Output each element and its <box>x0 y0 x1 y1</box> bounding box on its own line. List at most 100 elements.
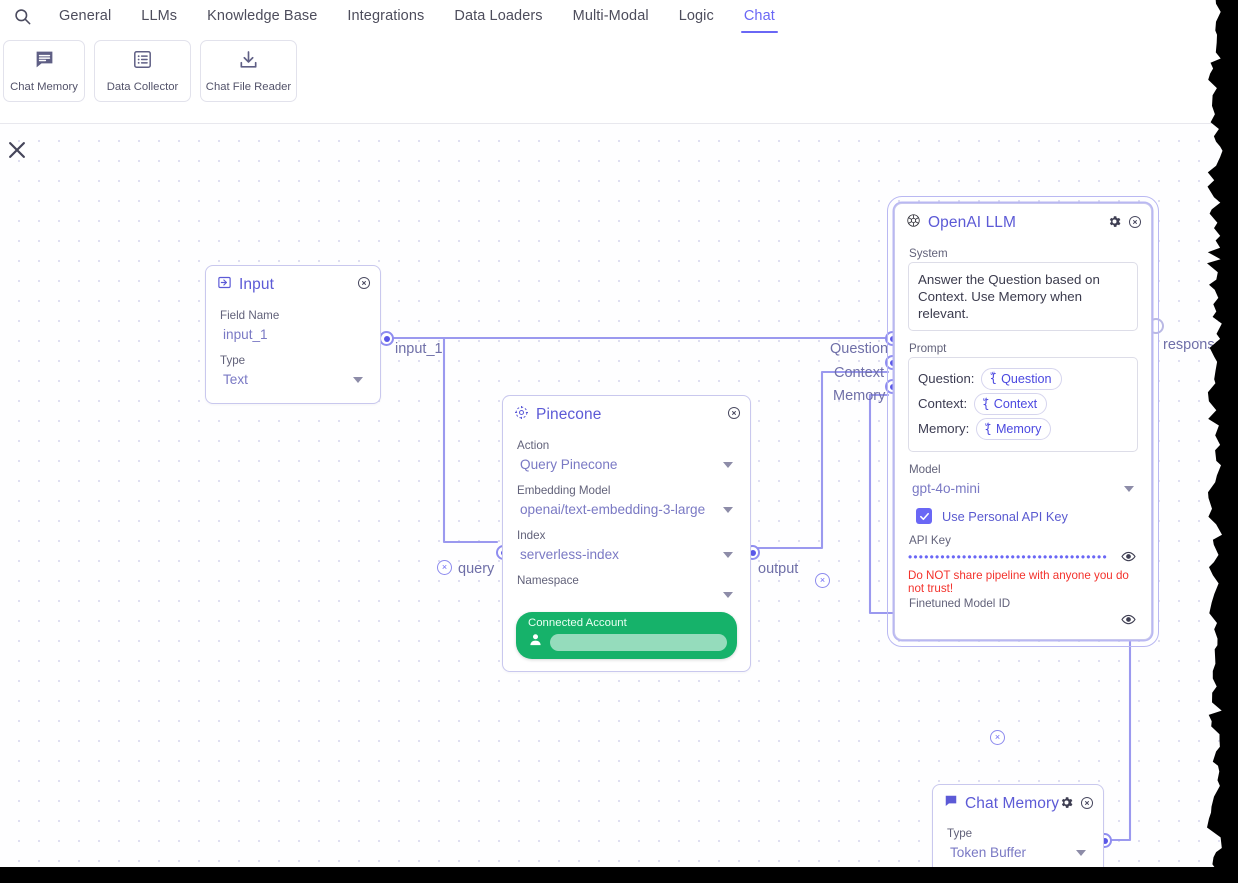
prompt-key-context: Context: <box>918 395 968 411</box>
chevron-down-icon <box>723 506 733 513</box>
close-circle-icon[interactable] <box>357 276 371 290</box>
edge-delete-glyph: × <box>441 562 448 572</box>
edge-delete-button[interactable]: × <box>990 730 1005 745</box>
node-input-body: Field Name input_1 Type Text <box>206 297 380 403</box>
node-chat-memory[interactable]: Chat Memory Type Token Buffer <box>932 784 1104 870</box>
chevron-down-icon <box>723 551 733 558</box>
nav-tab-data-loaders[interactable]: Data Loaders <box>454 8 543 24</box>
close-circle-icon[interactable] <box>727 406 741 420</box>
prompt-row-memory: Memory: {ّ Memory <box>918 418 1128 441</box>
field-label-action: Action <box>517 439 550 452</box>
node-chat-memory-title: Chat Memory <box>965 794 1060 812</box>
nav-tab-general[interactable]: General <box>59 8 112 24</box>
palette-card-chat-file-reader[interactable]: Chat File Reader <box>200 40 297 102</box>
chat-bubble-icon <box>34 49 55 75</box>
field-label-api-key: API Key <box>909 534 951 548</box>
pinecone-icon <box>514 405 529 425</box>
brace-icon: {ّ <box>982 396 990 411</box>
nav-tab-llms[interactable]: LLMs <box>141 8 178 24</box>
select-chat-memory-type-value: Token Buffer <box>950 845 1027 860</box>
nav-tab-integrations[interactable]: Integrations <box>347 8 425 24</box>
node-pinecone[interactable]: Pinecone Action Query Pinecone Embedding… <box>502 395 751 672</box>
close-icon[interactable] <box>6 139 28 161</box>
field-label-prompt: Prompt <box>909 342 947 356</box>
node-chat-memory-body: Type Token Buffer <box>933 815 1103 870</box>
node-pinecone-header: Pinecone <box>503 396 750 427</box>
eye-icon[interactable] <box>1121 549 1136 564</box>
node-openai-llm-body: System Answer the Question based on Cont… <box>895 235 1151 639</box>
connected-account-row <box>528 632 727 652</box>
variable-chip-memory[interactable]: {ّ Memory <box>976 418 1052 441</box>
select-pinecone-embedding-model-value: openai/text-embedding-3-large <box>520 502 706 517</box>
select-pinecone-embedding-model[interactable]: openai/text-embedding-3-large <box>516 499 737 521</box>
use-personal-api-key-checkbox[interactable] <box>916 508 932 525</box>
input-arrow-icon <box>217 275 232 295</box>
field-value-field-name[interactable]: input_1 <box>223 327 268 342</box>
api-key-row[interactable]: •••••••••••••••••••••••••••••••••••••••• <box>908 549 1138 564</box>
field-label-namespace: Namespace <box>517 574 579 587</box>
edge-delete-button[interactable]: × <box>815 573 830 588</box>
system-prompt-textarea[interactable]: Answer the Question based on Context. Us… <box>908 262 1138 332</box>
chevron-down-icon <box>723 592 733 598</box>
select-pinecone-action-value: Query Pinecone <box>520 457 618 472</box>
node-openai-llm-header: OpenAI LLM <box>895 204 1151 235</box>
variable-chip-context[interactable]: {ّ Context <box>974 393 1048 416</box>
nav-tab-logic[interactable]: Logic <box>678 8 714 24</box>
openai-icon <box>906 213 921 233</box>
node-chat-memory-actions <box>1059 795 1094 810</box>
connected-account-field[interactable] <box>550 633 727 651</box>
select-pinecone-index[interactable]: serverless-index <box>516 544 737 566</box>
api-key-warning: Do NOT share pipeline with anyone you do… <box>908 569 1129 596</box>
node-pinecone-body: Action Query Pinecone Embedding Model op… <box>503 427 750 671</box>
search-icon[interactable] <box>0 0 44 32</box>
edge-delete-glyph: × <box>994 732 1001 742</box>
edge-delete-button[interactable]: × <box>437 560 452 575</box>
node-palette: Chat Memory Data Collector Chat File Reade… <box>0 40 297 102</box>
variable-chip-question[interactable]: {ّ Question <box>981 368 1062 391</box>
palette-card-label: Chat File Reader <box>205 81 292 93</box>
close-circle-icon[interactable] <box>1128 215 1142 229</box>
chevron-down-icon <box>723 461 733 468</box>
field-label-field-name: Field Name <box>220 309 280 322</box>
api-key-input[interactable]: •••••••••••••••••••••••••••••••••••••••• <box>908 550 1108 563</box>
eye-icon[interactable] <box>1121 612 1136 627</box>
variable-chip-context-label: Context <box>993 397 1038 412</box>
node-input-title: Input <box>239 276 274 293</box>
palette-card-chat-memory[interactable]: Chat Memory <box>3 40 85 102</box>
use-personal-api-key-row[interactable]: Use Personal API Key <box>916 508 1138 525</box>
select-pinecone-namespace[interactable] <box>516 589 737 602</box>
close-circle-icon[interactable] <box>1080 796 1094 810</box>
chevron-down-icon <box>353 376 363 383</box>
finetuned-model-id-row[interactable] <box>908 612 1138 627</box>
prompt-textarea[interactable]: Question: {ّ Question Context: {ّ Contex… <box>908 357 1138 453</box>
prompt-row-question: Question: {ّ Question <box>918 368 1128 391</box>
palette-card-label: Data Collector <box>106 81 179 93</box>
select-model[interactable]: gpt-4o-mini <box>908 478 1138 500</box>
connected-account-widget[interactable]: Connected Account <box>516 612 737 659</box>
select-input-type[interactable]: Text <box>219 369 367 391</box>
select-model-value: gpt-4o-mini <box>912 481 980 497</box>
gear-icon[interactable] <box>1059 795 1074 810</box>
brace-icon: {ّ <box>984 421 992 436</box>
pipeline-canvas[interactable]: × × × × input_1 query output Question Co… <box>0 124 1224 870</box>
palette-card-label: Chat Memory <box>10 81 78 93</box>
edges-layer <box>390 336 1132 842</box>
chevron-down-icon <box>1124 485 1134 492</box>
select-chat-memory-type[interactable]: Token Buffer <box>946 842 1090 864</box>
gear-icon[interactable] <box>1107 214 1122 229</box>
node-input[interactable]: Input Field Name input_1 Type Text <box>205 265 381 404</box>
port-input-output[interactable] <box>379 331 394 346</box>
nav-tab-knowledge-base[interactable]: Knowledge Base <box>207 8 318 24</box>
nav-tab-multi-modal[interactable]: Multi-Modal <box>572 8 649 24</box>
node-input-actions <box>357 276 371 290</box>
edge-delete-glyph: × <box>819 575 826 585</box>
nav-tab-chat[interactable]: Chat <box>729 0 790 33</box>
node-chat-memory-header: Chat Memory <box>933 785 1103 815</box>
node-openai-llm[interactable]: OpenAI LLM System Answer the Question ba… <box>887 195 1159 648</box>
use-personal-api-key-label: Use Personal API Key <box>942 508 1068 524</box>
field-label-type: Type <box>220 354 246 367</box>
palette-card-data-collector[interactable]: Data Collector <box>94 40 191 102</box>
select-pinecone-action[interactable]: Query Pinecone <box>516 454 737 476</box>
